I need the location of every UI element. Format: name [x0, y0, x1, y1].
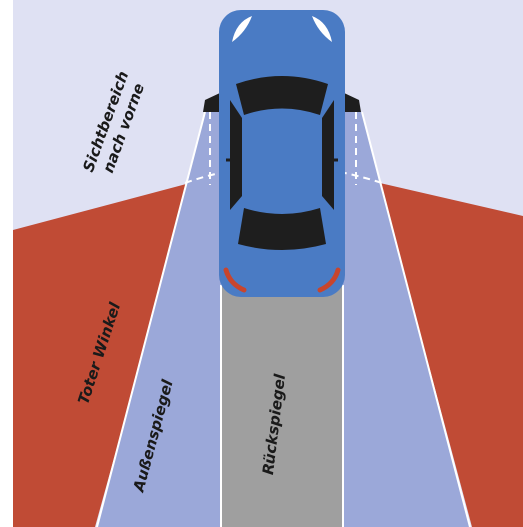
side-window-right: [322, 100, 334, 210]
side-window-left: [230, 100, 242, 210]
car: [203, 10, 361, 297]
rear-window: [238, 208, 326, 250]
